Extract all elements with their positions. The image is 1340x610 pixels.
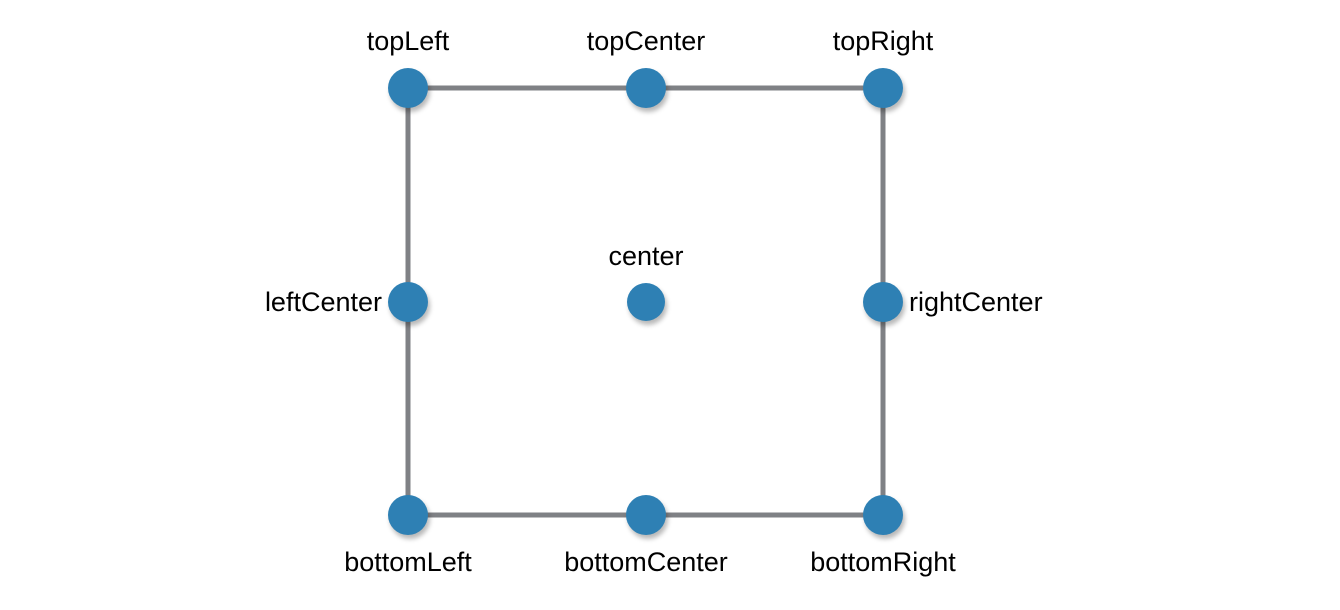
graph-node-center[interactable] bbox=[627, 283, 665, 321]
graph-node-leftCenter[interactable] bbox=[388, 282, 428, 322]
graph-node-bottomLeft[interactable] bbox=[388, 495, 428, 535]
node-label-bottomCenter: bottomCenter bbox=[564, 547, 728, 577]
node-label-topLeft: topLeft bbox=[366, 26, 450, 56]
graph-node-topRight[interactable] bbox=[863, 68, 903, 108]
node-label-leftCenter: leftCenter bbox=[264, 287, 382, 317]
graph-node-bottomCenter[interactable] bbox=[626, 495, 666, 535]
node-label-topRight: topRight bbox=[832, 26, 934, 56]
node-label-bottomLeft: bottomLeft bbox=[344, 547, 472, 577]
node-label-center: center bbox=[608, 241, 684, 271]
node-label-rightCenter: rightCenter bbox=[909, 287, 1043, 317]
node-label-topCenter: topCenter bbox=[586, 26, 706, 56]
node-label-bottomRight: bottomRight bbox=[810, 547, 956, 577]
graph-node-topCenter[interactable] bbox=[626, 68, 666, 108]
graph-node-topLeft[interactable] bbox=[388, 68, 428, 108]
graph-node-rightCenter[interactable] bbox=[863, 282, 903, 322]
graph-node-bottomRight[interactable] bbox=[863, 495, 903, 535]
